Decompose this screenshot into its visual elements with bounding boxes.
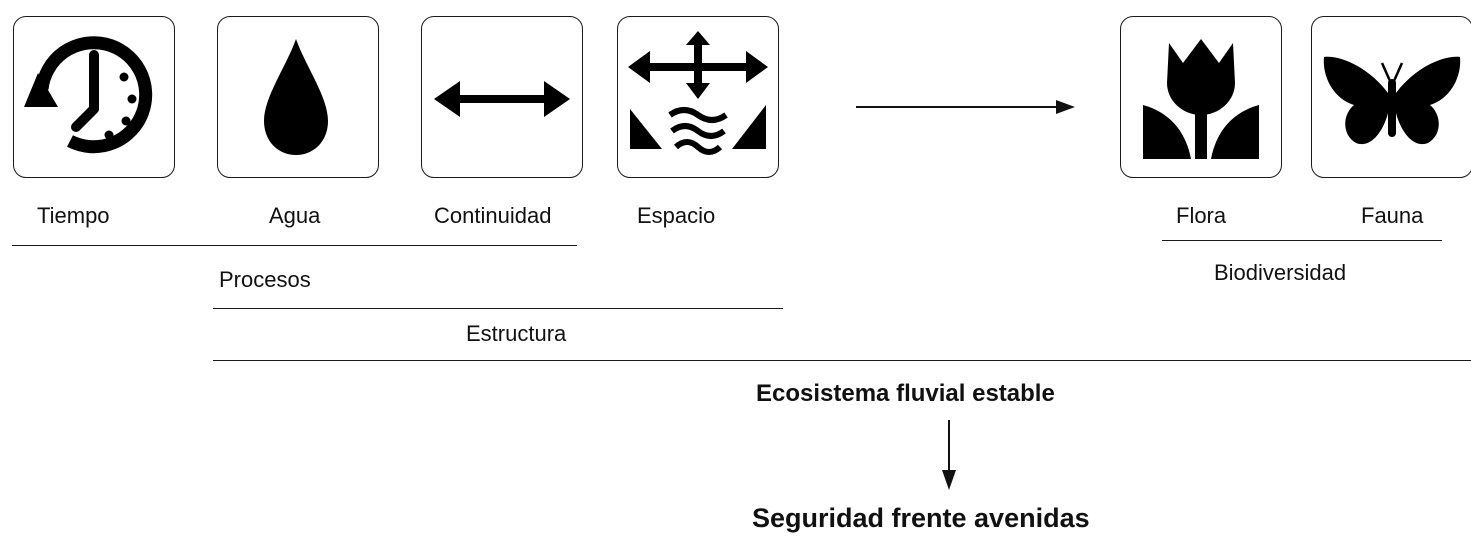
ecosistema-bracket-line [213, 360, 1471, 361]
label-continuidad: Continuidad [434, 203, 552, 228]
agua-box [217, 16, 379, 178]
label-flora: Flora [1176, 203, 1227, 228]
seguridad-label: Seguridad frente avenidas [752, 503, 1090, 533]
river-space-icon [628, 31, 768, 155]
tulip-icon [1143, 39, 1259, 159]
continuidad-box [421, 16, 583, 178]
flora-box [1120, 16, 1282, 178]
butterfly-icon [1323, 56, 1461, 145]
down-arrow [942, 420, 956, 490]
label-fauna: Fauna [1361, 203, 1424, 228]
espacio-box [617, 16, 779, 178]
group-label-biodiversidad: Biodiversidad [1214, 260, 1347, 285]
right-arrow [856, 100, 1075, 114]
double-arrow-icon [434, 81, 570, 117]
ecosistema-label: Ecosistema fluvial estable [756, 380, 1055, 407]
biodiversidad-bracket-line [1162, 240, 1442, 241]
fauna-box [1311, 16, 1471, 178]
group-label-procesos: Procesos [219, 267, 311, 292]
water-drop-icon [264, 39, 328, 155]
tiempo-box [13, 16, 175, 178]
history-clock-icon [24, 36, 153, 154]
group-label-estructura: Estructura [466, 321, 567, 346]
label-tiempo: Tiempo [37, 203, 110, 228]
label-espacio: Espacio [637, 203, 716, 228]
procesos-bracket-line [12, 245, 577, 246]
label-agua: Agua [269, 203, 321, 228]
estructura-bracket-line [213, 308, 783, 309]
